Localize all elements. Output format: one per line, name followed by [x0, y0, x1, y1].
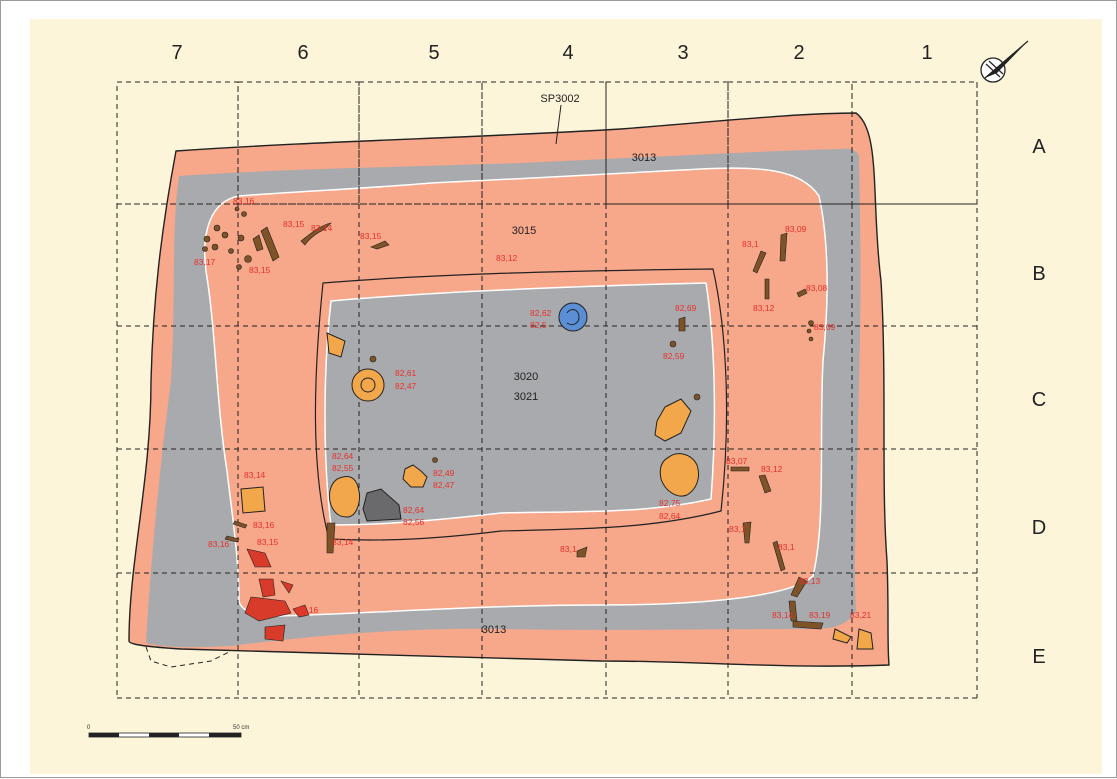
- blue-vessel-find: [558, 302, 588, 332]
- elevation-label: 82,59: [663, 351, 685, 361]
- elevation-label: 82,61: [395, 368, 417, 378]
- context-label-3021: 3021: [514, 391, 538, 403]
- elevation-label: 83,12: [761, 464, 783, 474]
- elevation-label: 83,09: [814, 322, 836, 332]
- elevation-label: 83,1: [560, 544, 577, 554]
- elevation-labels: 83,16 83,15 83,14 83,17 83,15 83,15 83,1…: [194, 196, 872, 620]
- grid-column-label-4: 4: [562, 42, 573, 64]
- elevation-label: 82,55: [332, 463, 354, 473]
- grid-column-label-3: 3: [677, 42, 688, 64]
- grid-column-label-7: 7: [171, 42, 182, 64]
- elevation-label: 83,19: [809, 610, 831, 620]
- grid-column-label-6: 6: [297, 42, 308, 64]
- grid-column-label-1: 1: [921, 42, 932, 64]
- dark-vessel-find: [362, 488, 402, 522]
- elevation-label: 82,75: [659, 498, 681, 508]
- elevation-label: 82,69: [675, 303, 697, 313]
- red-sherd-finds: [244, 548, 310, 642]
- elevation-label: 83,12: [753, 303, 775, 313]
- elevation-label: 83,16: [253, 520, 275, 530]
- elevation-label: 82,64: [403, 505, 425, 515]
- elevation-label: 83,14: [311, 223, 333, 233]
- elevation-label: 83,14: [244, 470, 266, 480]
- north-arrow-icon: [980, 40, 1029, 83]
- bone-finds: [202, 206, 824, 630]
- grid-row-label-c: C: [1032, 389, 1046, 411]
- elevation-label: 82,64: [659, 511, 681, 521]
- elevation-label: 83,14: [332, 537, 354, 547]
- scale-bar-start-label: 0: [87, 725, 91, 731]
- elevation-label: 83,16: [233, 196, 255, 206]
- context-label-3020: 3020: [514, 371, 538, 383]
- elevation-label: 83,15: [249, 265, 271, 275]
- elevation-label: 83,1: [778, 542, 795, 552]
- context-label-3015: 3015: [512, 225, 536, 237]
- elevation-label: 83,15: [360, 231, 382, 241]
- elevation-label: 83,08: [806, 283, 828, 293]
- pottery-finds: [240, 332, 874, 650]
- cut-leader-line: [555, 104, 562, 145]
- elevation-label: 83,15: [257, 537, 279, 547]
- elevation-label: 83,1: [742, 239, 759, 249]
- grid-row-label-e: E: [1032, 646, 1045, 668]
- elevation-label: 82,47: [433, 480, 455, 490]
- grid-column-label-5: 5: [428, 42, 439, 64]
- context-label-3013-bottom: 3013: [482, 624, 506, 636]
- grid-lines: [116, 81, 978, 699]
- grid-row-label-b: B: [1032, 263, 1045, 285]
- dashed-extension: [145, 646, 232, 668]
- grid-column-label-2: 2: [793, 42, 804, 64]
- elevation-label: 83,21: [850, 610, 872, 620]
- elevation-label: 83,13: [799, 576, 821, 586]
- elevation-label: 83,15: [283, 219, 305, 229]
- elevation-label: 82,62: [530, 308, 552, 318]
- elevation-label: 82,47: [395, 381, 417, 391]
- elevation-label: 82,64: [332, 451, 354, 461]
- elevation-label: 83,16: [208, 539, 230, 549]
- context-label-3013-top: 3013: [632, 152, 656, 164]
- elevation-label: 82,49: [433, 468, 455, 478]
- elevation-label: 83,09: [785, 224, 807, 234]
- scale-bar-end-label: 50 cm: [233, 725, 249, 731]
- elevation-label: 83,07: [726, 456, 748, 466]
- inner-cut-outline: [314, 268, 728, 541]
- elevation-label: 83,1: [729, 524, 746, 534]
- cut-label: SP3002: [540, 93, 579, 105]
- grid-row-label-a: A: [1032, 136, 1046, 158]
- elevation-label: 82,56: [403, 517, 425, 527]
- elevation-label: 83,16: [297, 605, 319, 615]
- fill-layer-3020-3021: [324, 282, 716, 526]
- elevation-label: 83,14: [772, 610, 794, 620]
- grid-row-label-d: D: [1032, 517, 1046, 539]
- elevation-label: 82,5: [530, 320, 547, 330]
- elevation-label: 83,12: [496, 253, 518, 263]
- elevation-label: 83,17: [194, 257, 216, 267]
- scale-bar: 0 50 cm: [87, 725, 249, 738]
